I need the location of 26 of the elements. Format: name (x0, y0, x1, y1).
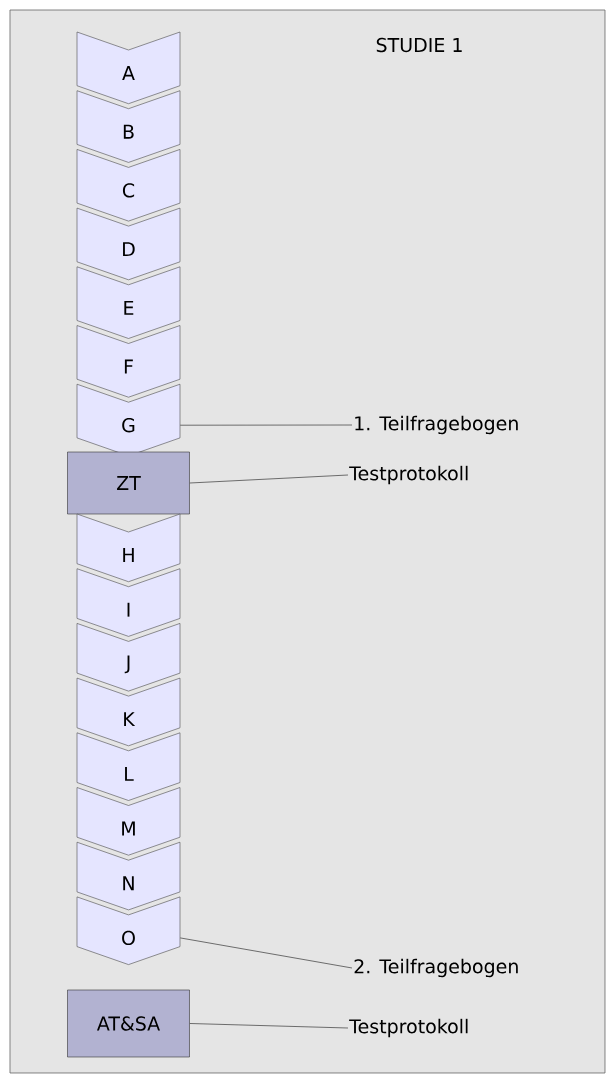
leader-line (189, 1023, 349, 1029)
chevron-step: M (76, 787, 181, 856)
leader-line (179, 424, 353, 426)
chevron-step: G (76, 383, 181, 457)
leader-line (179, 937, 353, 969)
process-box: AT&SA (67, 989, 190, 1058)
chevron-step: A (76, 31, 181, 104)
annotation-text: 1. Teilfragebogen (355, 415, 518, 435)
chevron-step: I (76, 568, 181, 637)
chevron-step: F (76, 325, 181, 398)
chevron-step: K (76, 677, 181, 747)
chevron-step: B (76, 90, 181, 163)
annotation-text: Testprotokoll (349, 1018, 468, 1038)
chevron-step: O (76, 896, 181, 965)
chevron-step: L (76, 732, 181, 801)
chevron-step: C (76, 149, 181, 222)
leader-line (189, 474, 349, 484)
chevron-step: E (76, 266, 181, 339)
annotation-text: 2. Teilfragebogen (354, 958, 518, 978)
annotation-text: Testprotokoll (349, 465, 468, 485)
chevron-step: H (76, 513, 181, 582)
process-box: ZT (67, 451, 190, 515)
chevron-step: D (76, 207, 181, 281)
chevron-step: N (76, 841, 181, 911)
chevron-step: J (76, 623, 181, 692)
title: STUDIE 1 (376, 37, 462, 53)
